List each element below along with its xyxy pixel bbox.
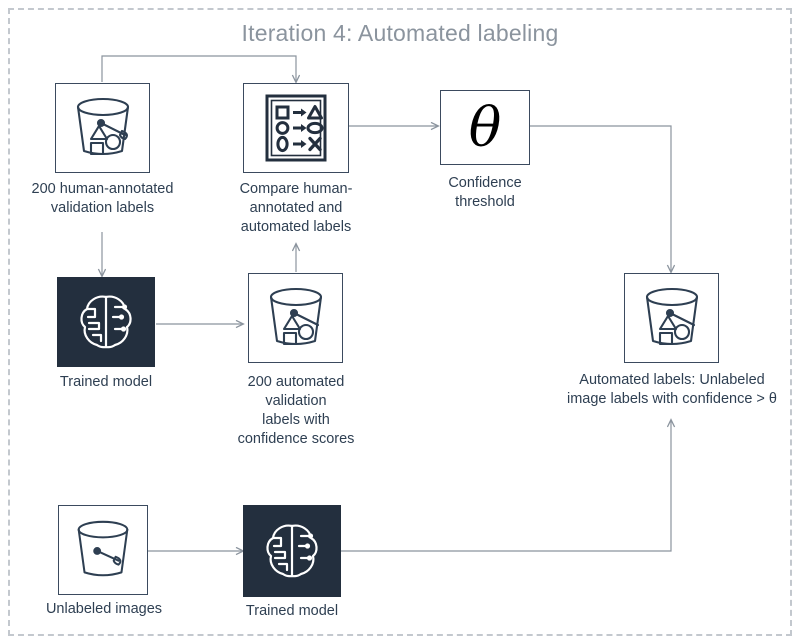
caption-line: Unlabeled images: [45, 601, 163, 617]
diagram-title: Iteration 4: Automated labeling: [241, 20, 559, 46]
node-compare-box[interactable]: [243, 83, 349, 173]
caption-unlabeled-images-bucket: Unlabeled images: [18, 600, 190, 619]
caption-automated-labels-bucket: Automated labels: Unlabeled image labels…: [551, 371, 793, 409]
caption-line: confidence scores: [237, 431, 355, 448]
caption-automated-validation-bucket: 200 automated validation labels with con…: [220, 373, 372, 450]
caption-line: annotated and: [249, 200, 343, 217]
node-trained-model-top[interactable]: [57, 277, 155, 367]
caption-human-labels-bucket: 200 human-annotated validation labels: [10, 180, 195, 218]
caption-line: labels with: [262, 412, 330, 429]
node-confidence-threshold[interactable]: θ: [440, 90, 530, 165]
caption-confidence-threshold: Confidence threshold: [425, 174, 545, 212]
caption-line: automated labels: [240, 219, 352, 236]
node-human-labels-bucket[interactable]: [55, 83, 150, 173]
caption-line: Confidence: [448, 175, 522, 191]
caption-line: 200 automated: [247, 374, 345, 390]
node-automated-labels-bucket[interactable]: [624, 273, 719, 363]
caption-compare-box: Compare human- annotated and automated l…: [213, 180, 379, 237]
node-trained-model-bottom[interactable]: [243, 505, 341, 597]
caption-line: validation: [265, 393, 327, 410]
caption-trained-model-bottom: Trained model: [217, 602, 367, 621]
caption-line: image labels with confidence > θ: [567, 391, 777, 408]
labeled-bucket-icon: [269, 287, 322, 346]
empty-bucket-icon: [77, 520, 129, 577]
diagram-dashed-frame: [8, 8, 792, 636]
caption-line: Trained model: [245, 603, 339, 619]
labeled-bucket-icon: [76, 97, 129, 156]
caption-line: Automated labels: Unlabeled: [579, 372, 765, 388]
compare-labels-icon: [265, 94, 327, 162]
theta-symbol: θ: [468, 95, 502, 159]
caption-line: threshold: [455, 194, 515, 211]
caption-line: 200 human-annotated: [31, 181, 174, 197]
caption-trained-model-top: Trained model: [31, 373, 181, 392]
caption-line: validation labels: [50, 200, 155, 217]
labeled-bucket-icon: [645, 287, 698, 346]
brain-circuit-icon: [266, 524, 318, 578]
caption-line: Compare human-: [239, 181, 353, 197]
caption-line: Trained model: [59, 374, 153, 390]
brain-circuit-icon: [80, 295, 132, 349]
node-automated-validation-bucket[interactable]: [248, 273, 343, 363]
node-unlabeled-images-bucket[interactable]: [58, 505, 148, 595]
